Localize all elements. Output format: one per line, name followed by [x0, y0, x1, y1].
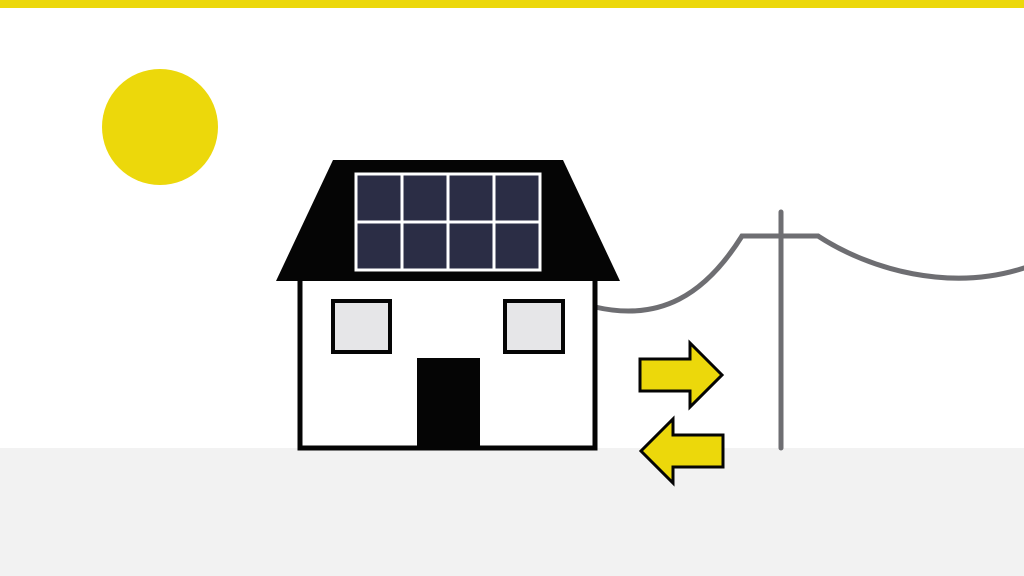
house-window-left	[331, 299, 392, 354]
solar-panel-cell	[354, 220, 404, 272]
house-window-right	[503, 299, 565, 354]
solar-panel-cell	[492, 220, 542, 272]
house-icon	[276, 160, 620, 451]
power-line	[592, 233, 1024, 314]
utility-pole-icon	[739, 209, 821, 451]
solar-panel-cell	[400, 220, 450, 272]
solar-panel-cell	[492, 172, 542, 224]
solar-panel-cell	[446, 172, 496, 224]
ground	[0, 448, 1024, 576]
solar-panel-icon	[354, 172, 542, 272]
solar-panel-cell	[354, 172, 404, 224]
solar-panel-cell	[446, 220, 496, 272]
top-accent-bar	[0, 0, 1024, 8]
solar-panel-cell	[400, 172, 450, 224]
sun-icon	[102, 69, 218, 185]
arrow-right-icon	[638, 339, 725, 411]
house-door	[417, 358, 480, 448]
arrow-left-icon	[638, 415, 725, 487]
